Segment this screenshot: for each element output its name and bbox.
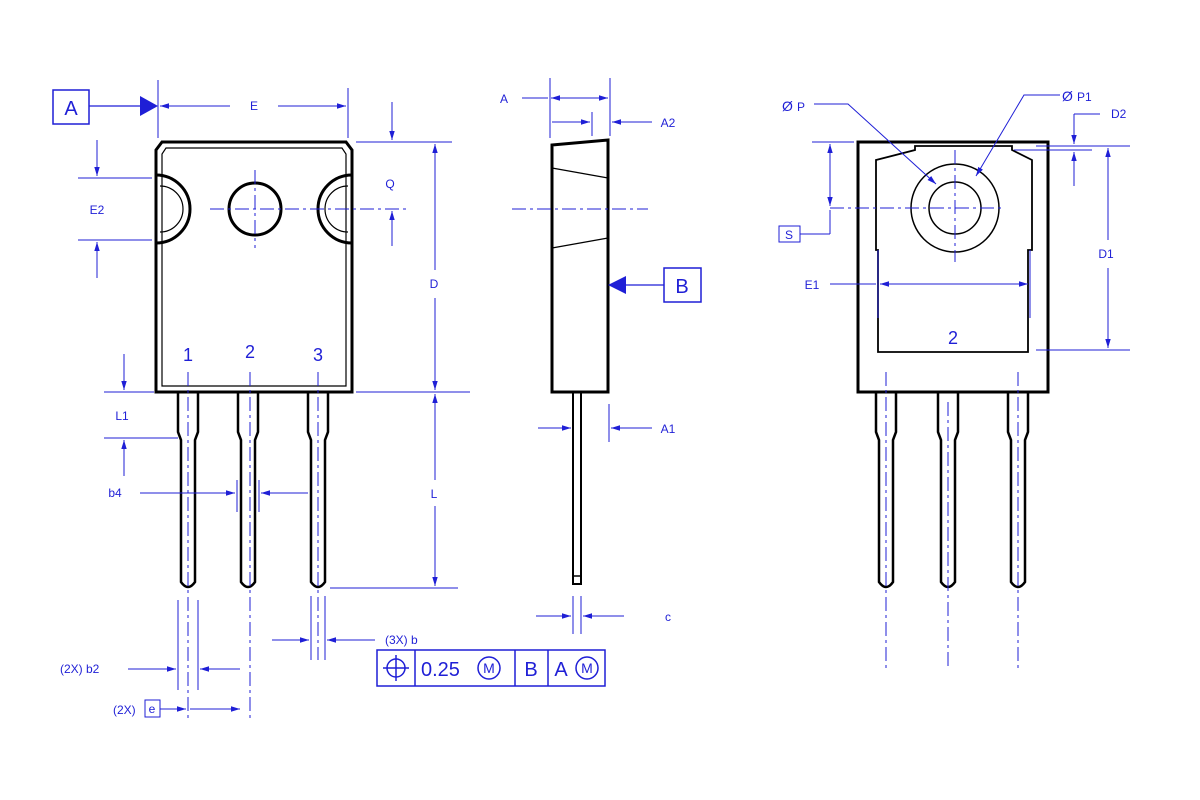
dim-s-box (778, 225, 801, 243)
dim-e1-label: E1 (805, 278, 820, 292)
lead-2 (236, 392, 260, 589)
dim-d-label: D (430, 277, 439, 291)
dim-e-pitch-label: e (149, 702, 156, 716)
front-body-outline (154, 140, 354, 394)
front-leads (176, 372, 330, 720)
dim-d1-label: D1 (1098, 247, 1114, 261)
dim-b2-label: (2X) b2 (60, 662, 100, 676)
pin-label-2: 2 (245, 342, 255, 362)
tolerance-datum-b: B (524, 659, 537, 681)
datum-a-label: A (64, 98, 78, 120)
lead-1 (176, 392, 200, 589)
dim-e-label: E (250, 99, 258, 113)
back-view: 2 Ø P Ø P1 D2 D1 (778, 88, 1130, 670)
dim-b-label: (3X) b (385, 633, 418, 647)
tolerance-value: 0.25 (421, 659, 460, 681)
back-lead-3 (1006, 392, 1030, 589)
back-pad-label: 2 (948, 328, 958, 348)
tolerance-frame: 0.25 M B A M (376, 649, 606, 687)
mmc-circle-icon (477, 656, 501, 680)
back-lead-1 (874, 392, 898, 589)
side-lead (572, 392, 582, 585)
datum-b-triangle (608, 276, 626, 294)
dim-e2-label: E2 (90, 203, 105, 217)
dim-p1-label: P1 (1077, 90, 1092, 104)
front-view: 1 2 3 A E Q E2 D L (52, 80, 470, 720)
tolerance-frame-box (376, 649, 606, 687)
front-body-inner (161, 147, 347, 387)
side-view: A A2 B A1 c (500, 78, 702, 634)
pin-label-1: 1 (183, 345, 193, 365)
dim-l-label: L (431, 487, 438, 501)
dim-l1-label: L1 (115, 409, 129, 423)
dim-p-label: P (797, 100, 805, 114)
tolerance-modifier: M (483, 660, 495, 676)
dim-a-label: A (500, 92, 508, 106)
back-leads (874, 372, 1030, 670)
front-left-notch (155, 173, 192, 245)
dim-q-label: Q (385, 177, 394, 191)
datum-a-triangle (140, 96, 158, 116)
dim-p-phi: Ø (782, 98, 793, 114)
dim-c-label: c (665, 610, 671, 624)
dim-a2-label: A2 (661, 116, 676, 130)
dim-p1-phi: Ø (1062, 88, 1073, 104)
tolerance-datum-a: A (554, 659, 568, 681)
back-body-outline (856, 140, 1050, 394)
dim-d2-label: D2 (1111, 107, 1127, 121)
back-exposed-pad (875, 145, 1033, 353)
mmc-circle-icon (575, 656, 599, 680)
position-tolerance-icon (383, 655, 409, 681)
dim-s-label: S (785, 228, 793, 242)
dim-a1-label: A1 (661, 422, 676, 436)
dim-e-pitch-prefix: (2X) (113, 703, 136, 717)
datum-b-box (663, 267, 702, 303)
side-body-outline (550, 138, 610, 394)
dim-b4-label: b4 (108, 486, 122, 500)
datum-a-box (52, 89, 90, 125)
pin-label-3: 3 (313, 345, 323, 365)
lead-3 (306, 392, 330, 589)
datum-b-label: B (675, 276, 688, 298)
tolerance-datum-a-modifier: M (581, 660, 593, 676)
